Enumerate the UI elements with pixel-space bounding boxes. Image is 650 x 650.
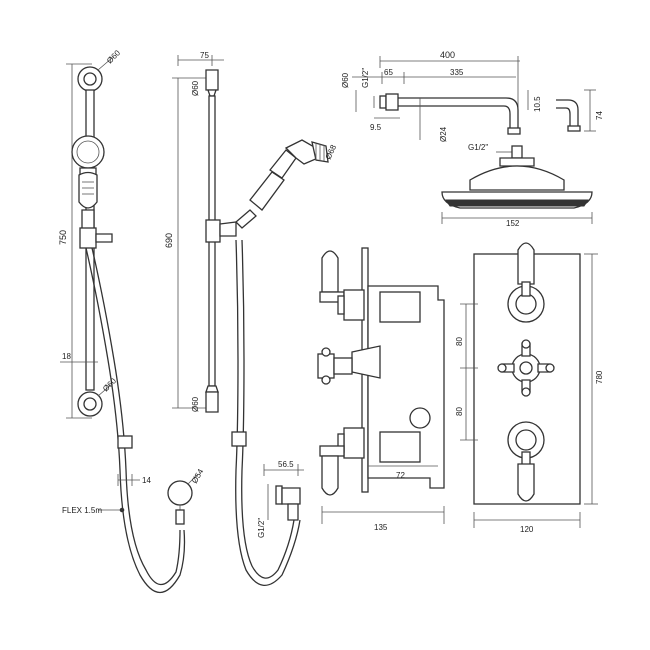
- plate-width-label: 120: [520, 525, 534, 534]
- arm-flange-dia-label: Ø60: [341, 72, 350, 88]
- arm-tube-dia-label: Ø24: [439, 126, 448, 142]
- shower-arm: 400 65 335 Ø60 G1/2" 9.5 Ø24 10.5: [341, 50, 604, 142]
- valve-side: 72 135: [317, 247, 445, 532]
- arm-flange-depth-label: 65: [384, 68, 393, 77]
- elbow-depth-label: 56.5: [278, 460, 294, 469]
- arm-reach-label: 335: [450, 68, 464, 77]
- head-thread-label: G1/2": [468, 143, 488, 152]
- arm-drop-label: 10.5: [533, 96, 542, 112]
- arm-offset-label: 9.5: [370, 123, 382, 132]
- ceiling-arm-height-label: 74: [595, 111, 604, 120]
- riser-top-bracket-dia: Ø60: [191, 80, 200, 96]
- valve-depth-inner-label: 72: [396, 471, 405, 480]
- riser-rail-length-label: 690: [164, 233, 174, 248]
- riser-bottom-bracket-dia: Ø60: [191, 396, 200, 412]
- plate-height-label: 780: [595, 370, 604, 384]
- head-dia-label: 152: [506, 219, 520, 228]
- plate-spacing-bottom-label: 80: [455, 407, 464, 416]
- shower-head: G1/2" 152: [441, 143, 593, 228]
- slide-rail-side: 75 690 Ø60 Ø60 Ø68: [164, 51, 338, 586]
- rail-bottom-bracket-dia: Ø60: [101, 376, 118, 393]
- flex-hose-label: FLEX 1.5m: [62, 506, 102, 515]
- arm-total-length-label: 400: [440, 50, 455, 60]
- rail-top-bracket-dia: Ø60: [105, 48, 122, 65]
- plate-spacing-top-label: 80: [455, 337, 464, 346]
- outlet-dia-label: Ø54: [190, 467, 206, 485]
- slide-rail-front: 750 Ø60 18 Ø60: [58, 48, 206, 593]
- arm-thread-top-label: G1/2": [361, 68, 370, 88]
- valve-front: 80 80 780 120: [455, 242, 604, 534]
- rail-bracket-offset-label: 18: [62, 352, 71, 361]
- elbow-thread-label: G1/2": [257, 518, 266, 538]
- outlet-offset-label: 14: [142, 476, 151, 485]
- riser-depth-label: 75: [200, 51, 209, 60]
- valve-depth-label: 135: [374, 523, 388, 532]
- rail-height-label: 750: [58, 230, 68, 245]
